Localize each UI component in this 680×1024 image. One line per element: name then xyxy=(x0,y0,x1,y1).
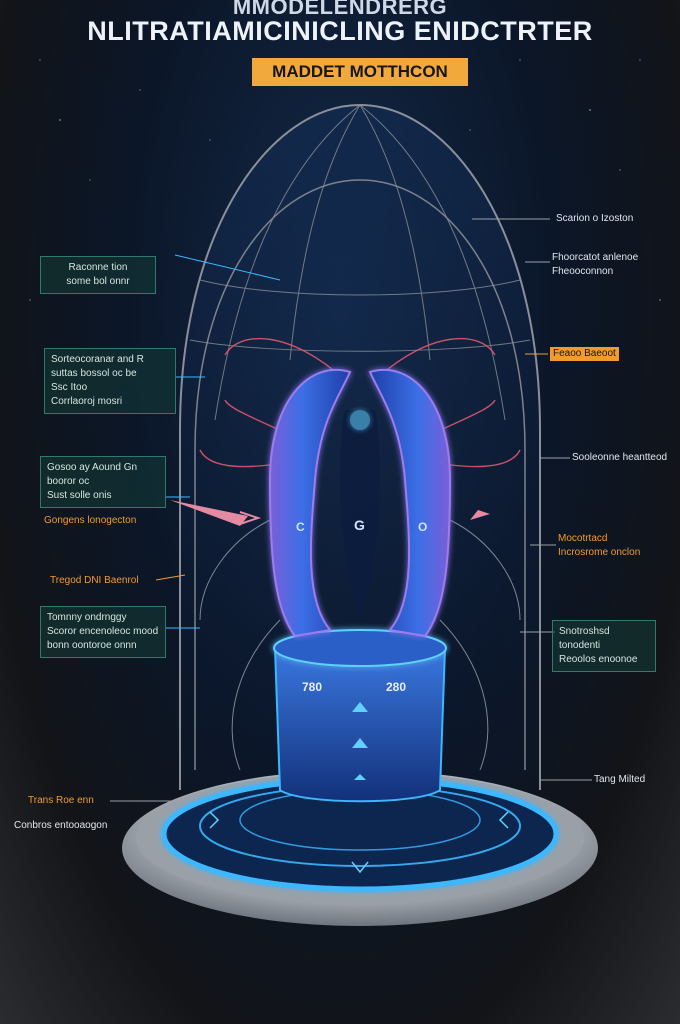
right-dial-readout: 280 xyxy=(386,680,407,694)
callout-text: Fhoorcatot anlenoe xyxy=(552,252,639,263)
callout-text: Trans Roe enn xyxy=(28,795,94,806)
callout-text: Incrosrome onclon xyxy=(558,547,641,558)
callout-text: Sorteocoranar and R xyxy=(51,354,144,365)
flux-arrows xyxy=(170,500,490,526)
left-dial-readout: 780 xyxy=(302,680,323,694)
callout-text: Tang Milted xyxy=(594,774,646,785)
callout-left-8: Conbros entooaogon xyxy=(14,819,107,833)
callout-right-2: Fhoorcatot anlenoe Fheooconnon xyxy=(552,251,638,279)
callout-right-6: Snotroshsd tonodenti Reoolos enoonoe xyxy=(552,620,656,672)
callout-left-6: Tomnny ondrnggy Scoror encenoleoc mood b… xyxy=(40,606,166,658)
callout-left-2: Sorteocoranar and R suttas bossol oc be … xyxy=(44,348,176,414)
callout-text: Sooleonne heantteod xyxy=(572,452,668,463)
callout-text: Tomnny ondrnggy xyxy=(47,612,127,623)
callout-text: Scarion o Izoston xyxy=(556,213,634,224)
core-gap xyxy=(340,410,380,620)
callout-left-5: Tregod DNI Baenrol xyxy=(50,574,139,588)
leader-lines xyxy=(110,218,592,802)
field-lines-lower xyxy=(199,519,521,771)
callout-left-7: Trans Roe enn xyxy=(28,794,94,808)
callout-text: suttas bossol oc be xyxy=(51,368,137,379)
subtitle-badge: MADDET MOTTHCON xyxy=(252,58,468,86)
callout-text: Fheooconnon xyxy=(552,266,614,277)
callout-text: booror oc xyxy=(47,476,90,487)
cup-markers xyxy=(352,702,368,780)
diagram-title: NLITRATIAMICINICLING ENIDCTRTER xyxy=(87,16,593,46)
callout-text: Conbros entooaogon xyxy=(14,820,108,831)
callout-text: Tregod DNI Baenrol xyxy=(50,575,139,586)
callout-right-4: Sooleonne heantteod xyxy=(572,451,667,465)
diagram-supertitle: MMODELENDRERG xyxy=(232,0,448,19)
callout-left-3: Gosoo ay Aound Gn booror oc Sust solle o… xyxy=(40,456,166,508)
callout-left-1: Raconne tion some bol onnr xyxy=(40,256,156,294)
callout-text: Ssc Itoo xyxy=(51,382,88,393)
right-magnet-wing xyxy=(368,369,452,638)
callout-right-3: Feaoo Baeoot xyxy=(550,347,619,361)
callout-right-1: Scarion o Izoston xyxy=(556,212,633,226)
callout-text: Sust solle onis xyxy=(47,490,112,501)
callout-text: Scoror encenoleoc mood xyxy=(47,626,159,637)
callout-text: Gosoo ay Aound Gn xyxy=(47,462,138,473)
rotor-cup xyxy=(273,647,447,803)
left-magnet-wing xyxy=(268,369,352,638)
callout-right-5: Mocotrtacd Incrosrome onclon xyxy=(558,532,640,560)
callout-text: Corrlaoroj mosri xyxy=(51,396,123,407)
callout-text: Gongens lonogecton xyxy=(44,515,137,526)
callout-text: Mocotrtacd xyxy=(558,533,608,544)
callout-text: tonodenti xyxy=(559,640,601,651)
callout-text: Snotroshsd xyxy=(559,626,610,637)
callout-text: Reoolos enoonoe xyxy=(559,654,638,665)
callout-text: bonn oontoroe onnn xyxy=(47,640,137,651)
star-field xyxy=(29,59,661,301)
center-pole-symbol: G xyxy=(354,517,365,533)
callout-right-7: Tang Milted xyxy=(594,773,645,787)
left-pole-symbol: C xyxy=(296,520,305,534)
right-pole-symbol: O xyxy=(418,520,428,534)
callout-left-4: Gongens lonogecton xyxy=(44,514,136,528)
callout-text: Feaoo Baeoot xyxy=(550,347,619,361)
callout-text: Raconne tion xyxy=(68,262,128,273)
callout-text: some bol onnr xyxy=(66,276,130,287)
